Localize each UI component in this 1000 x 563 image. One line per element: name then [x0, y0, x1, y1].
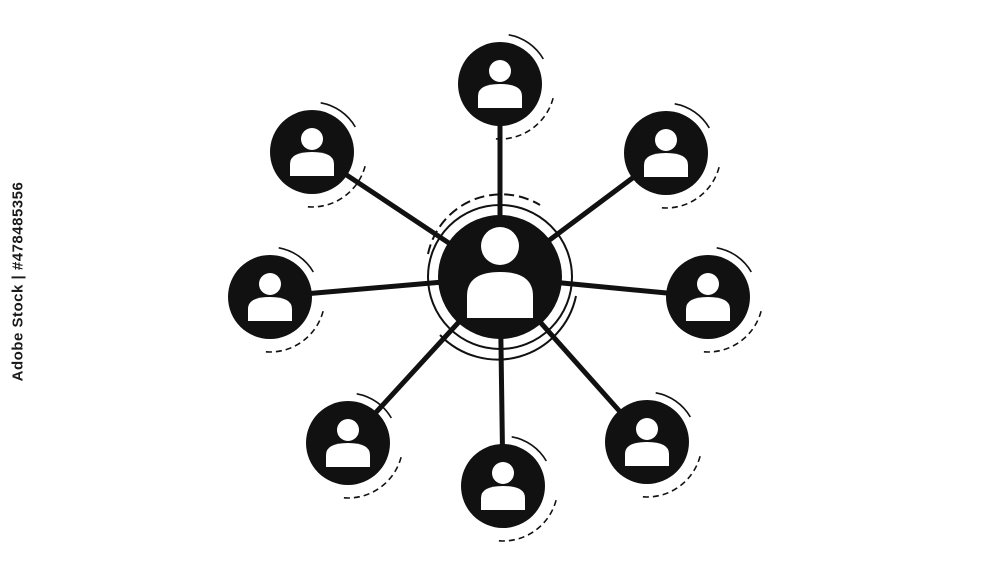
- user-node-bottom-left: [306, 401, 390, 485]
- user-node-bottom: [461, 444, 545, 528]
- arc-solid-bottom: [511, 436, 547, 462]
- user-node-top-left: [270, 110, 354, 194]
- user-icon: [644, 129, 688, 177]
- hub-ring-outer-arc: [439, 295, 577, 361]
- arc-solid-bottom-left: [356, 393, 392, 419]
- user-node-top-right: [624, 111, 708, 195]
- connector-right: [557, 280, 671, 296]
- user-icon: [467, 227, 533, 318]
- user-node-top: [458, 42, 542, 126]
- decorative-arcs: [265, 34, 762, 542]
- hub-rings: [427, 193, 577, 361]
- watermark-text: Adobe Stock | #478485356: [9, 181, 27, 382]
- user-icon: [625, 418, 669, 466]
- user-icon: [478, 60, 522, 108]
- connector-left: [307, 279, 443, 297]
- user-node-bottom-right: [605, 400, 689, 484]
- hub-node: [438, 215, 562, 339]
- connector-bottom-right: [537, 319, 623, 415]
- arc-solid-bottom-right: [655, 392, 691, 418]
- user-icon: [686, 273, 730, 321]
- hub-ring-dashed: [427, 193, 541, 255]
- watermark: Adobe Stock | #478485356: [0, 0, 38, 563]
- user-icon: [248, 273, 292, 321]
- connector-bottom-left: [372, 318, 462, 416]
- user-node-left: [228, 255, 312, 339]
- arc-solid-top-right: [674, 103, 710, 129]
- hub-ring-solid: [427, 204, 573, 350]
- connector-top-left: [342, 171, 453, 247]
- user-icon: [481, 462, 525, 510]
- arc-solid-top-left: [320, 102, 356, 128]
- connector-bottom: [498, 334, 505, 449]
- arc-solid-left: [278, 247, 314, 273]
- arc-solid-right: [716, 247, 752, 273]
- connector-top-right: [545, 174, 637, 244]
- arc-solid-top: [508, 34, 544, 60]
- user-icon: [290, 128, 334, 176]
- spoke-nodes: [228, 42, 750, 528]
- user-node-right: [666, 255, 750, 339]
- user-icon: [326, 419, 370, 467]
